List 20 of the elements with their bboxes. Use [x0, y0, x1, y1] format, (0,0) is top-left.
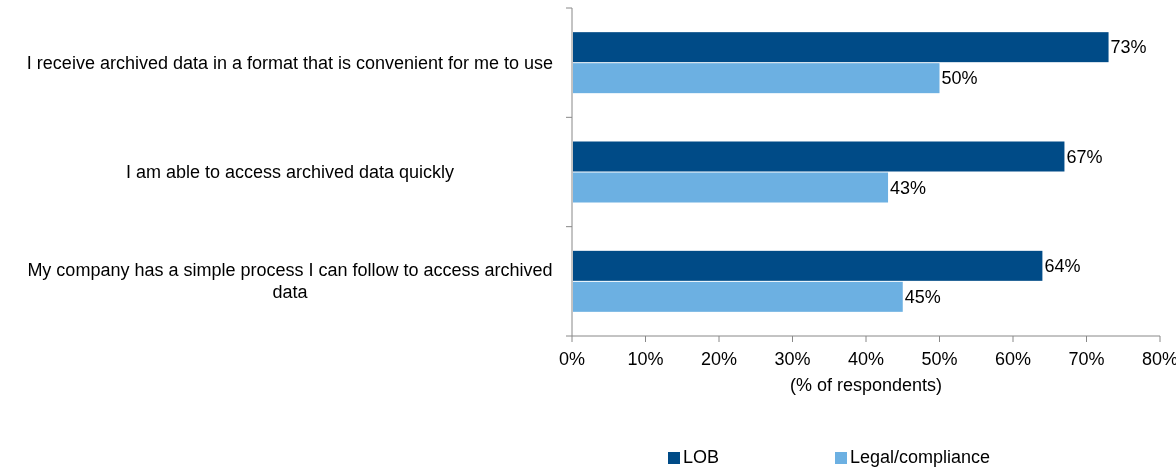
- value-label: 50%: [941, 67, 978, 90]
- value-label: 64%: [1044, 254, 1081, 277]
- tick-label: 30%: [774, 348, 811, 370]
- legend-label: Legal/compliance: [850, 446, 991, 468]
- tick-label: 20%: [701, 348, 737, 370]
- tick-label: 0%: [559, 348, 585, 370]
- tick-label: 40%: [848, 348, 884, 370]
- value-label: 45%: [904, 285, 941, 308]
- tick-label: 10%: [627, 348, 664, 370]
- category-label: My company has a simple process I can follow to access archived data: [26, 259, 554, 304]
- value-label: 43%: [890, 176, 927, 199]
- tick-label: 60%: [995, 348, 1031, 370]
- legend-label: LOB: [683, 446, 720, 468]
- value-label: 73%: [1110, 36, 1147, 59]
- category-label: I am able to access archived data quickly: [124, 161, 456, 183]
- axis-title: (% of respondents): [789, 374, 943, 396]
- value-label: 67%: [1066, 145, 1103, 168]
- tick-label: 70%: [1068, 348, 1105, 370]
- category-label: I receive archived data in a format that is convenient for me to use: [25, 51, 555, 74]
- tick-label: 50%: [921, 348, 958, 370]
